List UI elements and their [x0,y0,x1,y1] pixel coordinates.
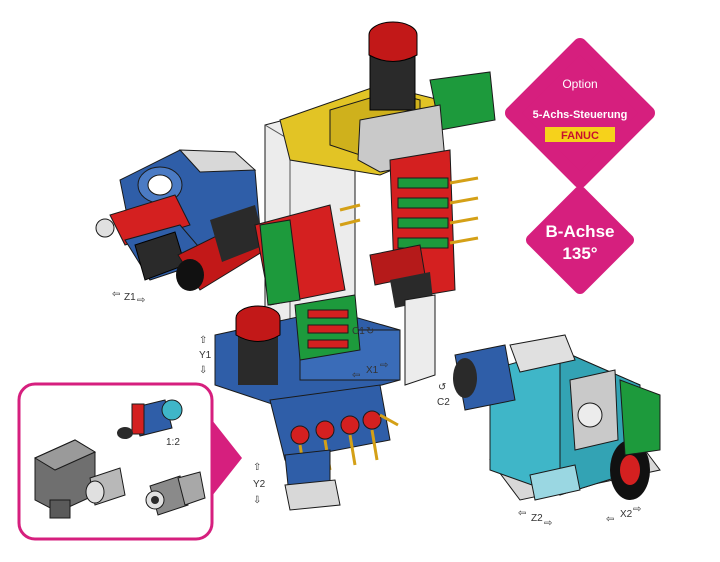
x2-label: X2 [620,509,633,520]
axis-y2: ⇧ Y2 ⇩ [253,462,266,506]
y2-label: Y2 [253,479,266,490]
z1-label: Z1 [124,292,136,303]
b-axis-line2: 135° [562,244,597,263]
c2-label: C2 [437,397,450,408]
b-axis-badge: B-Achse 135° [526,186,634,294]
x1-arrow-right-icon: ⇨ [380,360,388,371]
axis-y1: ⇧ Y1 ⇩ [199,335,212,376]
counter-spindle-assembly [453,334,661,501]
tool-holder-inset: 1:2 [17,382,242,541]
b-axis-line1: B-Achse [546,222,615,241]
fanuc-logo [545,127,615,142]
axis-x1: ⇦ X1 ⇨ [352,360,388,381]
blue-tool-holder [117,399,183,439]
y1-arrow-down-icon: ⇩ [199,365,207,376]
axis-labels: ⇦ Z1 ⇨ ⇧ Y1 ⇩ C1 ↻ ⇦ X1 ⇨ ↺ C2 ⇧ Y2 ⇩ ⇦ [112,289,641,529]
c2-rotate-icon: ↺ [438,382,446,393]
gray-straight-holder [145,471,206,516]
x2-arrow-right-icon: ⇨ [633,504,641,515]
x1-label: X1 [366,365,379,376]
y1-label: Y1 [199,350,212,361]
option-title: Option [562,77,597,91]
gray-angle-head [33,439,126,519]
y2-arrow-up-icon: ⇧ [253,462,261,473]
axis-z2: ⇦ Z2 ⇨ [518,508,552,529]
option-subtitle: 5-Achs-Steuerung [533,109,628,121]
z2-arrow-right-icon: ⇨ [544,518,552,529]
axis-z1: ⇦ Z1 ⇨ [112,289,145,306]
x2-arrow-left-icon: ⇦ [606,514,614,525]
inset-pointer-icon [212,420,242,496]
axis-x2: ⇦ X2 ⇨ [606,504,641,525]
main-machine-assembly [95,21,496,511]
x1-arrow-left-icon: ⇦ [352,370,360,381]
y2-arrow-down-icon: ⇩ [253,495,261,506]
z2-arrow-left-icon: ⇦ [518,508,526,519]
c1-rotate-icon: ↻ [366,326,374,337]
axis-c2: ↺ C2 [437,382,450,408]
option-badge: Option 5-Achs-Steuerung FANUC [505,38,655,188]
y1-arrow-up-icon: ⇧ [199,335,207,346]
axis-c1: C1 ↻ [352,326,374,337]
z2-label: Z2 [531,513,543,524]
c1-label: C1 [352,326,365,337]
z1-arrow-left-icon: ⇦ [112,289,120,300]
z1-arrow-right-icon: ⇨ [137,295,145,306]
inset-ratio: 1:2 [166,437,180,448]
fanuc-brand: FANUC [561,130,599,142]
